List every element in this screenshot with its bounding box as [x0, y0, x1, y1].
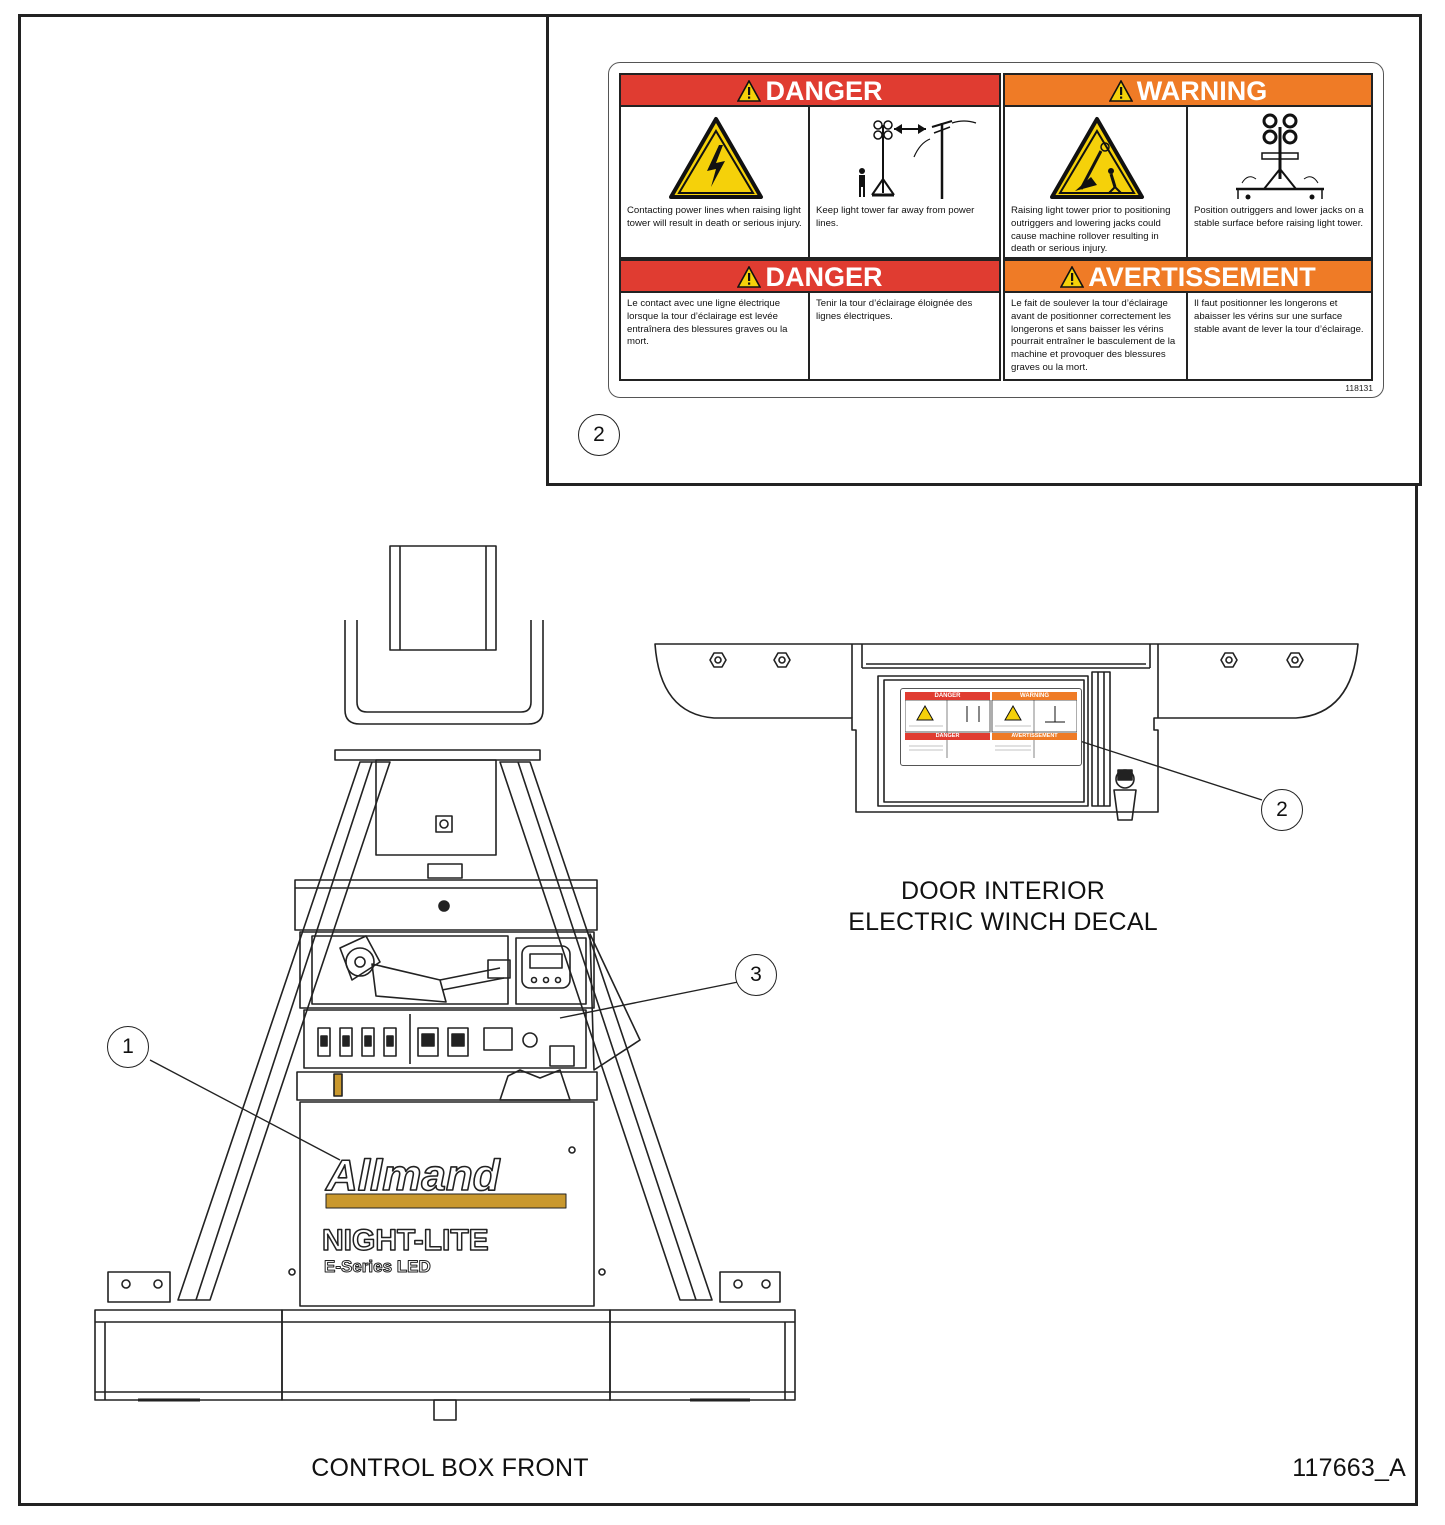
- warning-block-fr: AVERTISSEMENT Le fait de soulever la tou…: [1003, 259, 1373, 381]
- decal-part-number: 118131: [1345, 383, 1373, 393]
- hex-nut-icon: [709, 652, 1304, 668]
- danger-panel-distance-en: Keep light tower far away from power lin…: [810, 107, 999, 257]
- control-box-front-caption: CONTROL BOX FRONT: [311, 1454, 589, 1482]
- callout-1: 1: [107, 1026, 149, 1068]
- model-logo-text: NIGHT-LITE: [322, 1224, 489, 1257]
- mini-danger-fr-header: DANGER: [905, 733, 990, 740]
- electric-shock-icon: [669, 117, 763, 199]
- danger-header-fr: DANGER: [621, 261, 999, 293]
- danger-block-en: DANGER Contacting power lines when raisi…: [619, 73, 1001, 259]
- warning-header-en: WARNING: [1005, 75, 1371, 107]
- danger-text-fr-right: Tenir la tour d’éclairage éloignée des l…: [816, 298, 973, 322]
- danger-panel-electric-en: Contacting power lines when raising ligh…: [621, 107, 810, 257]
- callout-2-decal: 2: [578, 414, 620, 456]
- brand-stripe: [325, 1193, 567, 1209]
- warning-block-en: WARNING Raising light tower prior to pos…: [1003, 73, 1373, 259]
- warning-text-fr-right: Il faut positionner les longerons et aba…: [1194, 298, 1364, 335]
- mini-warning-header: WARNING: [992, 692, 1077, 700]
- rollover-hazard-icon: [1050, 117, 1144, 199]
- warning-text-fr-left: Le fait de soulever la tour d’éclairage …: [1005, 293, 1188, 379]
- callout-2-door: 2: [1261, 789, 1303, 831]
- series-logo-text: E-Series LED: [324, 1257, 431, 1276]
- power-line-distance-icon: [859, 120, 977, 199]
- danger-header-en: DANGER: [621, 75, 999, 107]
- mini-danger-header: DANGER: [905, 692, 990, 700]
- drawing-number: 117663_A: [1292, 1454, 1406, 1482]
- warning-triangle-icon: [737, 266, 762, 288]
- mini-decal: DANGER WARNING DANGER AVERTISSEMENT: [900, 688, 1082, 766]
- safety-decal: DANGER Contacting power lines when raisi…: [608, 62, 1384, 398]
- door-interior-drawing: [654, 643, 1359, 821]
- danger-text-fr-left: Le contact avec une ligne électrique lor…: [621, 293, 810, 379]
- warning-panel-rollover-en: Raising light tower prior to positioning…: [1005, 107, 1188, 257]
- warning-triangle-icon: [1108, 80, 1133, 102]
- warning-panel-outriggers-en: Position outriggers and lower jacks on a…: [1188, 107, 1371, 257]
- mini-avertissement-header: AVERTISSEMENT: [992, 733, 1077, 740]
- control-box-front-drawing: [94, 545, 796, 1421]
- brand-logo-text: Allmand: [325, 1151, 501, 1200]
- mini-decal-pictograms: [905, 700, 1077, 758]
- warning-triangle-icon: [1060, 266, 1085, 288]
- warning-triangle-icon: [737, 80, 762, 102]
- callout-3: 3: [735, 954, 777, 996]
- outrigger-tower-icon: [1236, 113, 1324, 200]
- warning-header-fr: AVERTISSEMENT: [1005, 261, 1371, 293]
- door-interior-caption: DOOR INTERIOR ELECTRIC WINCH DECAL: [848, 877, 1158, 936]
- danger-block-fr: DANGER Le contact avec une ligne électri…: [619, 259, 1001, 381]
